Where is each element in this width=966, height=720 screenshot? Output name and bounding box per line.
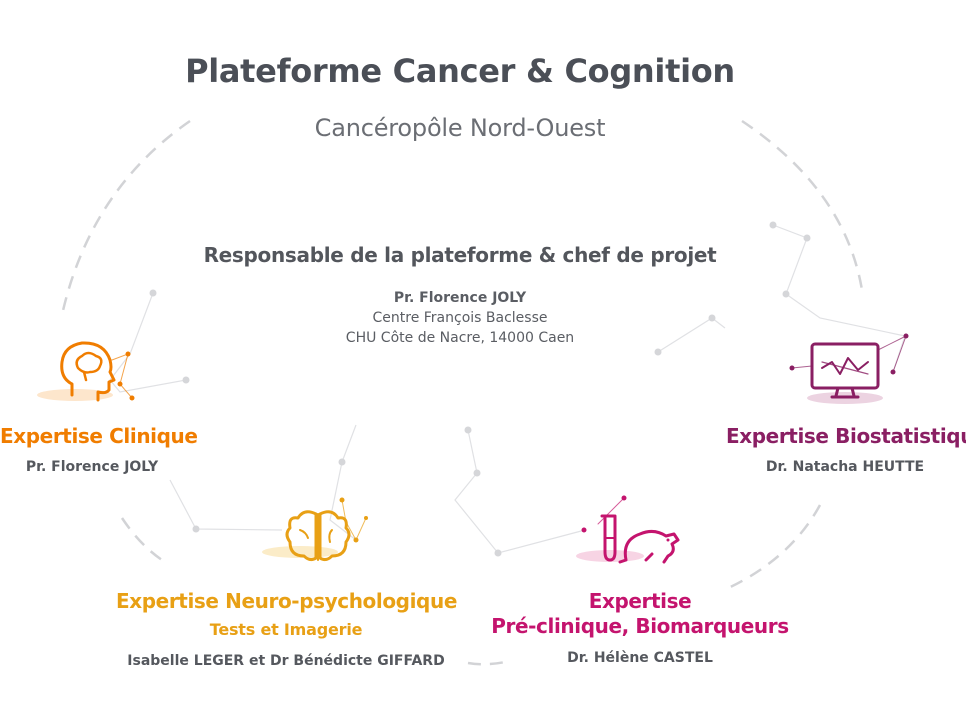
lead-address: CHU Côte de Nacre, 14000 Caen xyxy=(345,330,575,346)
monitor-chart-icon xyxy=(789,333,909,404)
network-dot xyxy=(464,426,472,434)
network-line xyxy=(169,479,283,531)
page-subtitle: Cancéropôle Nord-Ouest xyxy=(314,114,606,142)
dashed-arc-top-left xyxy=(60,119,191,316)
network-dot xyxy=(149,289,157,297)
network-dot xyxy=(708,314,716,322)
network-dot xyxy=(769,221,777,229)
network-line xyxy=(772,224,906,373)
page-title: Plateforme Cancer & Cognition xyxy=(185,52,735,90)
dashed-arc-left xyxy=(120,517,163,562)
network-dot xyxy=(473,469,481,477)
expertise-neuro-person: Isabelle LEGER et Dr Bénédicte GIFFARD xyxy=(127,653,445,669)
expertise-preclinique-title-line1: Expertise xyxy=(588,589,692,613)
brain-icon xyxy=(262,497,368,562)
network-dot xyxy=(192,525,200,533)
lead-name: Pr. Florence JOLY xyxy=(393,290,527,306)
expertise-biostat-title: Expertise Biostatistique xyxy=(726,424,966,448)
dashed-arc-bottom xyxy=(467,660,506,666)
expertise-clinique-person: Pr. Florence JOLY xyxy=(25,459,159,475)
head-brain-icon xyxy=(37,341,135,402)
expertise-preclinique-person: Dr. Hélène CASTEL xyxy=(567,650,713,666)
network-dot xyxy=(338,458,346,466)
network-dot xyxy=(494,549,502,557)
dashed-circle-arcs xyxy=(60,119,864,666)
network-line xyxy=(454,429,586,554)
dashed-arc-bottom-right xyxy=(723,504,822,592)
network-dot xyxy=(654,348,662,356)
lead-details: Pr. Florence JOLY Centre François Bacles… xyxy=(230,288,690,348)
lead-institution: Centre François Baclesse xyxy=(372,310,548,326)
expertise-clinique-title: Expertise Clinique xyxy=(0,424,198,448)
expertise-neuro-subtitle: Tests et Imagerie xyxy=(209,620,363,639)
expertise-biostat-person: Dr. Natacha HEUTTE xyxy=(765,459,925,475)
icon-glow xyxy=(37,389,113,401)
network-dot xyxy=(182,376,190,384)
network-dot xyxy=(803,234,811,242)
expertise-preclinique-title-line2: Pré-clinique, Biomarqueurs xyxy=(491,614,789,638)
network-line xyxy=(329,424,357,541)
lead-heading: Responsable de la plateforme & chef de p… xyxy=(203,243,717,267)
network-dots xyxy=(149,221,811,557)
expertise-neuro-title: Expertise Neuro-psychologique xyxy=(116,589,457,613)
network-dot xyxy=(782,290,790,298)
network-lines xyxy=(109,224,906,554)
test-tube-mouse-icon xyxy=(576,495,680,564)
dashed-arc-top-right xyxy=(741,119,864,291)
